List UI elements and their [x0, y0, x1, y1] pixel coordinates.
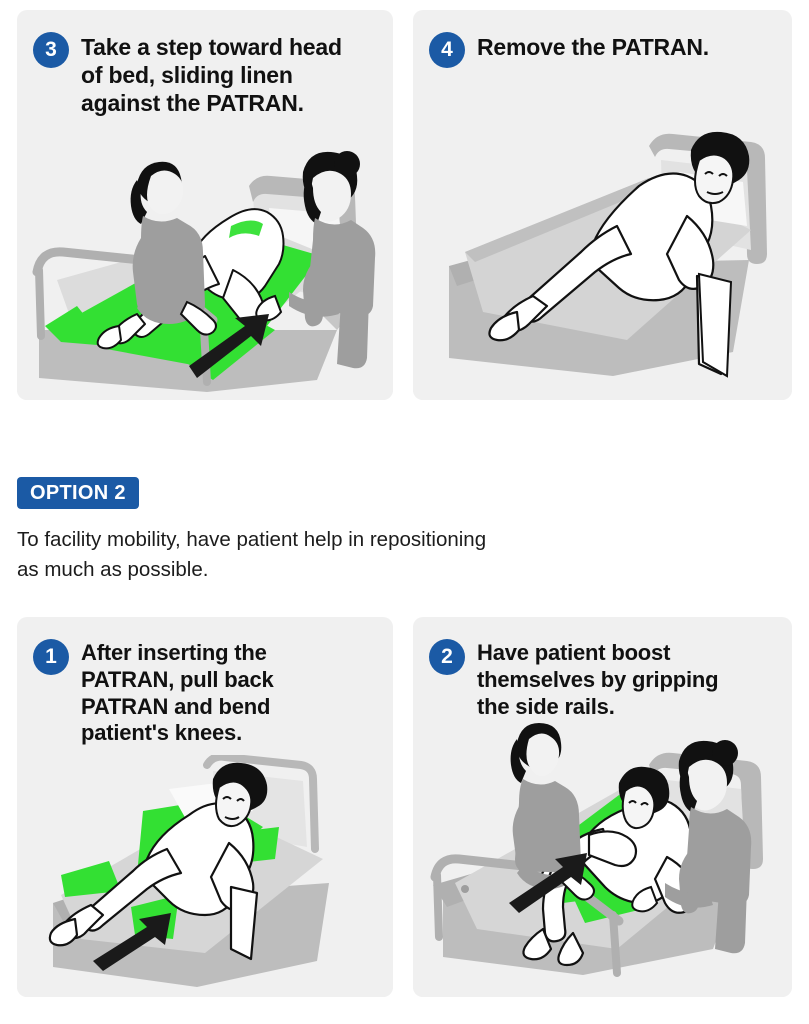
option-badge: OPTION 2: [17, 477, 139, 509]
illustration-step-4: [413, 90, 792, 400]
step-card-4: 4 Remove the PATRAN.: [413, 10, 792, 400]
step-instruction-text-3: Take a step toward head of bed, sliding …: [81, 34, 342, 117]
option-description: To facility mobility, have patient help …: [17, 528, 487, 582]
step-instruction-text-4: Remove the PATRAN.: [477, 34, 709, 60]
step-header-o2-1: 1 After inserting the PATRAN, pull back …: [17, 617, 393, 747]
step-card-o2-2: 2 Have patient boost themselves by gripp…: [413, 617, 792, 997]
step-instruction-text-o2-2: Have patient boost themselves by grippin…: [477, 640, 719, 719]
step-number-badge-4: 4: [429, 32, 465, 68]
illustration-option2-step-2: [413, 717, 792, 997]
step-header-3: 3 Take a step toward head of bed, slidin…: [17, 10, 393, 117]
illustration-option2-step-1: [17, 755, 393, 997]
step-number-badge-o2-2: 2: [429, 639, 465, 675]
step-number-badge-3: 3: [33, 32, 69, 68]
step-card-3: 3 Take a step toward head of bed, slidin…: [17, 10, 393, 400]
illustration-step-3: [17, 130, 393, 400]
step-header-o2-2: 2 Have patient boost themselves by gripp…: [413, 617, 792, 720]
step-header-4: 4 Remove the PATRAN.: [413, 10, 792, 68]
step-number-badge-o2-1: 1: [33, 639, 69, 675]
step-instruction-text-o2-1: After inserting the PATRAN, pull back PA…: [81, 640, 274, 746]
step-card-o2-1: 1 After inserting the PATRAN, pull back …: [17, 617, 393, 997]
